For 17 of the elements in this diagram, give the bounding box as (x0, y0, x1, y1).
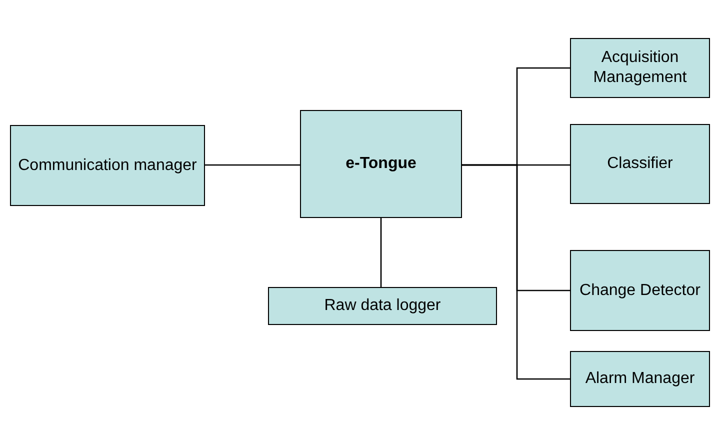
box-label: Change Detector (580, 280, 700, 300)
process-box (570, 124, 710, 204)
process-box (10, 125, 205, 206)
box-label: Communication manager (18, 156, 197, 176)
box-label: Classifier (607, 154, 673, 174)
box-label: Alarm Manager (585, 369, 695, 389)
process-box (300, 110, 462, 218)
box-label: Raw data logger (324, 296, 441, 316)
connector-line (205, 164, 300, 166)
process-box (268, 287, 497, 325)
process-box (570, 38, 710, 98)
process-box (570, 351, 710, 407)
process-box (570, 250, 710, 331)
connector-line (380, 218, 382, 287)
connector-line (462, 164, 570, 380)
box-label: Acquisition Management (592, 48, 688, 88)
box-label: e-Tongue (346, 154, 416, 174)
